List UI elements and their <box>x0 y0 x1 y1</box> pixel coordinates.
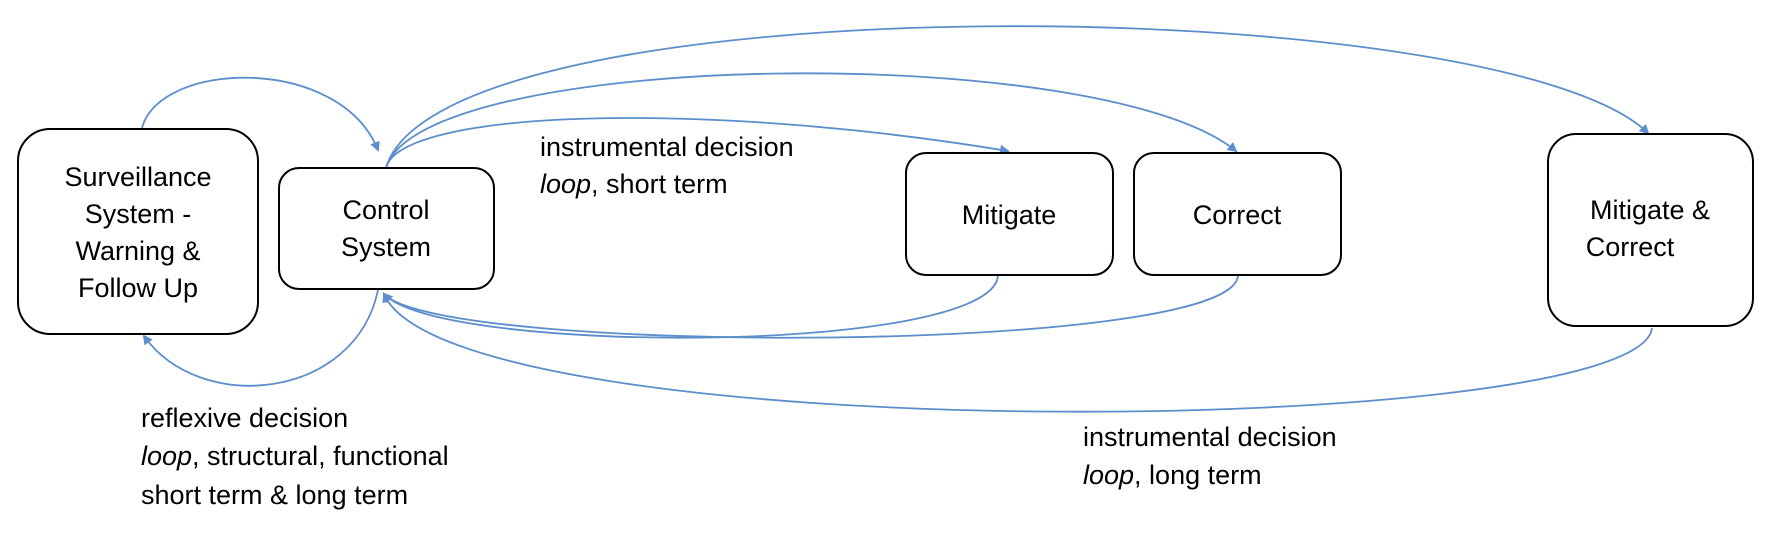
node-mitigate: Mitigate <box>905 152 1114 276</box>
reflexive-line-1: reflexive decision <box>141 403 348 433</box>
surveillance-box <box>17 128 259 335</box>
correct-line-1: Correct <box>1193 200 1282 230</box>
reflexive-line-2: loop, structural, functional <box>141 441 449 471</box>
edge-control-to-surveillance <box>142 289 379 387</box>
instrumental-long-loop-word: loop <box>1083 460 1134 490</box>
node-mitigate-correct: Mitigate & Correct <box>1547 133 1754 327</box>
node-correct: Correct <box>1133 152 1342 276</box>
instrumental-long-line-2: loop, long term <box>1083 460 1262 490</box>
surveillance-line-4: Follow Up <box>78 273 198 303</box>
correct-box <box>1133 152 1342 276</box>
instrumental-short-line-1: instrumental decision <box>540 132 794 162</box>
control-box <box>278 167 495 290</box>
surveillance-line-3: Warning & <box>75 236 200 266</box>
instrumental-short-line-2: loop, short term <box>540 169 728 199</box>
reflexive-loop-word: loop <box>141 441 192 471</box>
instrumental-short-rest: , short term <box>591 169 728 199</box>
edge-mitigate-correct-to-control <box>382 292 1653 413</box>
mitigate-box <box>905 152 1114 276</box>
instrumental-long-line-1: instrumental decision <box>1083 422 1337 452</box>
label-instrumental-short-term: instrumental decision loop, short term <box>540 132 794 199</box>
reflexive-rest: , structural, functional <box>192 441 449 471</box>
surveillance-line-1: Surveillance <box>64 162 211 192</box>
edge-control-to-mitigate-correct <box>385 25 1650 169</box>
mitigate-correct-box <box>1547 133 1754 327</box>
node-surveillance-system: Surveillance System - Warning & Follow U… <box>17 128 259 335</box>
mitigate-correct-line-1: Mitigate & <box>1590 195 1710 225</box>
mitigate-line-1: Mitigate <box>962 200 1057 230</box>
label-instrumental-long-term: instrumental decision loop, long term <box>1083 422 1337 490</box>
reflexive-line-3: short term & long term <box>141 480 408 510</box>
edge-control-to-correct <box>385 72 1238 169</box>
control-line-2: System <box>341 232 431 262</box>
instrumental-long-rest: , long term <box>1134 460 1262 490</box>
edges <box>141 25 1653 413</box>
control-line-1: Control <box>342 195 429 225</box>
edge-correct-to-control <box>382 275 1239 339</box>
node-control-system: Control System <box>278 167 495 290</box>
edge-surveillance-to-control <box>141 76 380 152</box>
surveillance-line-2: System - <box>85 199 192 229</box>
edge-control-to-mitigate <box>385 117 1010 169</box>
label-reflexive: reflexive decision loop, structural, fun… <box>141 403 449 510</box>
instrumental-short-loop-word: loop <box>540 169 591 199</box>
mitigate-correct-line-2: Correct <box>1586 232 1675 262</box>
